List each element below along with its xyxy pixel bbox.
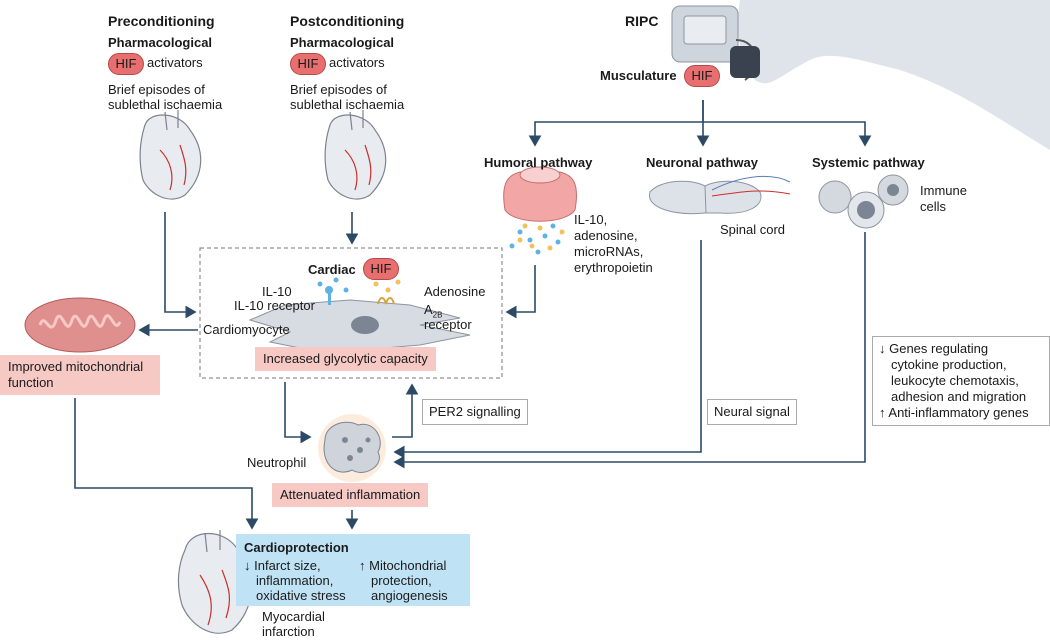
pre-pharmacological-label: Pharmacological bbox=[108, 35, 213, 50]
cardioprotection-box: Cardioprotection ↓ Infarct size, inflamm… bbox=[236, 534, 470, 606]
mitochondrial-function-box: Improved mitochondrial function bbox=[0, 355, 160, 395]
preconditioning-title: Preconditioning bbox=[108, 13, 215, 29]
humoral-pathway-title: Humoral pathway bbox=[484, 155, 593, 170]
per2-signalling-box: PER2 signalling bbox=[422, 399, 528, 425]
post-brief-line1: Brief episodes of bbox=[290, 82, 387, 97]
cardio-left-line3: oxidative stress bbox=[256, 588, 346, 603]
heart-icon-post bbox=[324, 110, 387, 200]
myocardial-label: Myocardial bbox=[262, 609, 325, 624]
genes-line2: cytokine production, bbox=[891, 357, 1007, 372]
cardiac-title: Cardiac bbox=[308, 262, 356, 277]
pre-activators-label: activators bbox=[147, 55, 203, 70]
cardio-right-line3: angiogenesis bbox=[371, 588, 448, 603]
neural-signal-box: Neural signal bbox=[707, 399, 797, 425]
post-pharmacological-label: Pharmacological bbox=[290, 35, 395, 50]
spinal-cord-label: Spinal cord bbox=[720, 222, 786, 237]
immune-cells-line1: Immune bbox=[920, 183, 967, 198]
adenosine-label: Adenosine bbox=[424, 284, 486, 299]
cardio-left-line1: ↓ Infarct size, bbox=[244, 558, 321, 573]
cardioprotection-title: Cardioprotection bbox=[244, 540, 349, 555]
a2b-letter: A bbox=[424, 302, 433, 317]
neuronal-pathway-title: Neuronal pathway bbox=[646, 155, 758, 170]
heart-icon-mi bbox=[177, 530, 252, 634]
genes-box: ↓ Genes regulating cytokine production, … bbox=[872, 336, 1050, 426]
post-activators-label: activators bbox=[329, 55, 385, 70]
post-hif-badge: HIF bbox=[290, 53, 326, 75]
cardio-right-line2: protection, bbox=[371, 573, 432, 588]
cardiac-box bbox=[199, 247, 503, 379]
pre-brief-line1: Brief episodes of bbox=[108, 82, 205, 97]
systemic-pathway-title: Systemic pathway bbox=[812, 155, 925, 170]
humoral-item-3: microRNAs, bbox=[574, 244, 644, 259]
a2b-receptor-label: receptor bbox=[424, 317, 472, 332]
cardiomyocyte-icon bbox=[248, 273, 471, 351]
arm-silhouette bbox=[738, 0, 1050, 150]
a2b-subscript: 2B bbox=[432, 310, 443, 320]
pre-hif-badge: HIF bbox=[108, 53, 144, 75]
infarction-label: infarction bbox=[262, 624, 315, 639]
heart-icon-pre bbox=[139, 110, 202, 200]
neutrophil-icon bbox=[318, 414, 386, 482]
ripc-hif-badge: HIF bbox=[684, 65, 720, 87]
genes-line1: ↓ Genes regulating bbox=[879, 341, 989, 356]
cardio-left-line2: inflammation, bbox=[256, 573, 334, 588]
genes-line5: ↑ Anti-inflammatory genes bbox=[879, 405, 1029, 420]
glycolytic-capacity-box: Increased glycolytic capacity bbox=[255, 347, 436, 371]
postconditioning-title: Postconditioning bbox=[290, 13, 405, 29]
blood-pressure-monitor-icon bbox=[671, 5, 760, 81]
spinal-cord-icon bbox=[649, 175, 791, 215]
pre-brief-line2: sublethal ischaemia bbox=[108, 97, 223, 112]
mito-line1: Improved mitochondrial bbox=[8, 359, 144, 374]
immune-cells-icon bbox=[818, 174, 909, 229]
humoral-item-2: adenosine, bbox=[574, 228, 638, 243]
mito-line2: function bbox=[8, 375, 54, 390]
neutrophil-label: Neutrophil bbox=[247, 455, 307, 470]
ripc-title: RIPC bbox=[625, 13, 659, 29]
post-brief-line2: sublethal ischaemia bbox=[290, 97, 405, 112]
mitochondrion-icon bbox=[24, 297, 136, 353]
cardiomyocyte-label: Cardiomyocyte bbox=[203, 322, 290, 337]
musculature-label: Musculature bbox=[600, 68, 677, 83]
humoral-item-4: erythropoietin bbox=[574, 260, 653, 275]
attenuated-inflammation-box: Attenuated inflammation bbox=[272, 483, 429, 507]
genes-line4: adhesion and migration bbox=[891, 389, 1027, 404]
cardiac-hif-badge: HIF bbox=[363, 258, 399, 280]
a2b-label: A2B bbox=[424, 302, 442, 324]
genes-line3: leukocyte chemotaxis, bbox=[891, 373, 1019, 388]
il10-receptor-label: IL-10 receptor bbox=[234, 298, 315, 313]
il10-label: IL-10 bbox=[262, 284, 292, 299]
cardio-right-line1: ↑ Mitochondrial bbox=[359, 558, 447, 573]
immune-cells-line2: cells bbox=[920, 199, 947, 214]
blood-vessel-icon bbox=[503, 166, 577, 255]
humoral-item-1: IL-10, bbox=[574, 212, 608, 227]
